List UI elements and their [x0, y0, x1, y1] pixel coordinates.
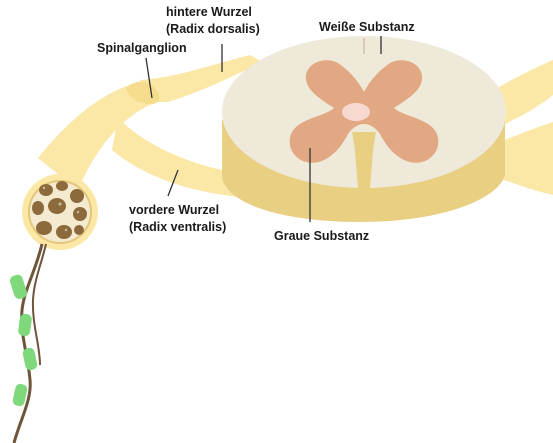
label-hintere-wurzel: hintere Wurzel (Radix dorsalis): [166, 5, 260, 36]
label-spinalganglion: Spinalganglion: [97, 41, 187, 55]
central-canal: [342, 103, 370, 121]
spinal-cord: [222, 36, 506, 222]
nerve-cross-section: [22, 174, 98, 250]
label-vordere-wurzel: vordere Wurzel (Radix ventralis): [129, 203, 226, 234]
label-graue-substanz: Graue Substanz: [274, 229, 369, 243]
nerve-fascicles: [32, 181, 87, 239]
label-weisse-substanz: Weiße Substanz: [319, 20, 415, 34]
axon: [9, 244, 46, 443]
